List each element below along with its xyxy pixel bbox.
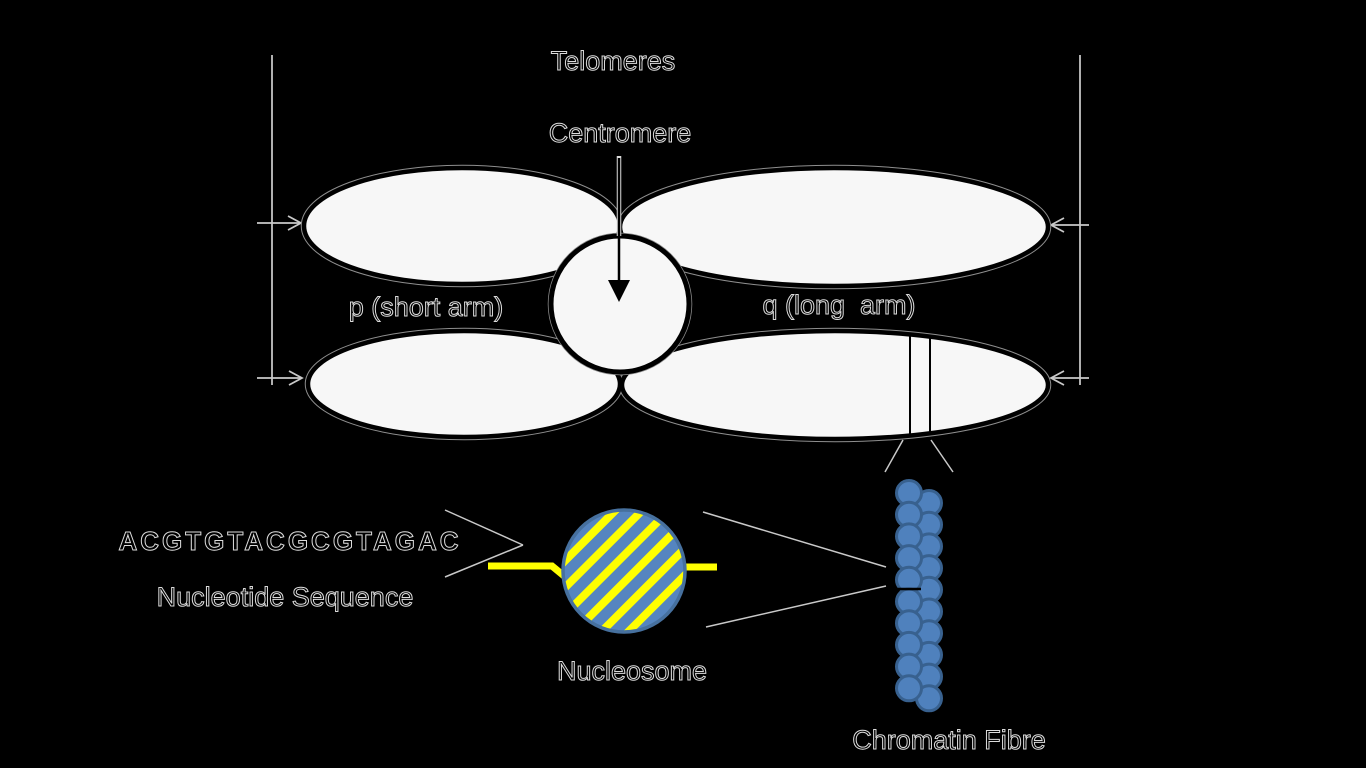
nucleosome-circle [561, 508, 687, 634]
centromere-arrow [608, 156, 630, 302]
chromatin-fibre-label: Chromatin Fibre [852, 725, 1046, 755]
nucleosome-fibre-bottom-line [705, 585, 887, 628]
nucleotide-sequence-label: Nucleotide Sequence [157, 582, 414, 612]
centromere-arrowhead-icon [608, 280, 630, 302]
chromatid-arms [301, 165, 1051, 442]
left-bottom-arrowhead-icon [288, 370, 304, 386]
p-arm-label: p (short arm) [349, 292, 504, 322]
band-ticks [909, 334, 931, 436]
telomere-brackets [257, 55, 1089, 386]
sequence-pointer-top-line [444, 509, 524, 546]
q-arm-label: q (long arm) [762, 290, 915, 320]
upper-right-chromatid [617, 165, 1051, 289]
telomeres-label: Telomeres [551, 46, 676, 76]
chromatin-fibre-beads [895, 479, 943, 713]
pointer-lines [444, 439, 954, 628]
centromere-label: Centromere [549, 118, 692, 148]
nucleosome-fibre-top-line [702, 511, 887, 568]
band-funnel-left-line [884, 439, 904, 473]
diagram-labels: Telomeres Centromere p (short arm) q (lo… [118, 46, 1046, 756]
right-bottom-arrowhead-icon [1049, 370, 1065, 386]
dna-strand-left [488, 562, 572, 583]
nucleotide-sequence-text: ACGTGTACGCGTAGAC [118, 526, 461, 556]
fibre-bead [895, 674, 923, 703]
band-funnel-right-line [930, 439, 954, 473]
nucleosome-label: Nucleosome [557, 656, 707, 686]
sequence-pointer-bottom-line [444, 544, 524, 578]
lower-right-chromatid [619, 328, 1051, 442]
